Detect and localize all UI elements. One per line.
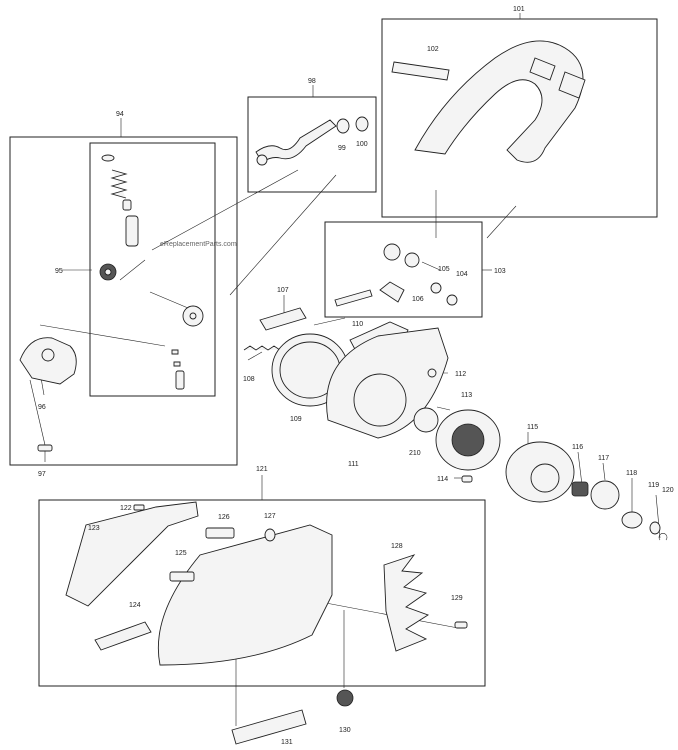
callout-118: 118 <box>626 470 637 477</box>
frame-94 <box>9 136 238 466</box>
callout-95: 95 <box>55 268 63 275</box>
callout-109: 109 <box>290 416 302 423</box>
callout-103: 103 <box>494 268 506 275</box>
callout-97: 97 <box>38 471 46 478</box>
callout-120: 120 <box>662 487 674 494</box>
frame-98 <box>247 96 377 193</box>
callout-210: 210 <box>409 450 421 457</box>
callout-112: 112 <box>455 371 466 378</box>
callout-131: 131 <box>281 739 293 746</box>
frame-103 <box>324 221 483 318</box>
callout-108: 108 <box>243 376 255 383</box>
callout-102: 102 <box>427 46 439 53</box>
brake-linkage-parts <box>334 243 458 307</box>
callout-101: 101 <box>513 6 525 13</box>
callout-113: 113 <box>461 392 472 399</box>
callout-116: 116 <box>572 444 583 451</box>
callout-100: 100 <box>356 141 368 148</box>
callout-105: 105 <box>438 266 450 273</box>
callout-124: 124 <box>129 602 141 609</box>
clutch-drum-parts <box>435 409 668 541</box>
oil-hose-parts <box>255 116 369 166</box>
callout-94: 94 <box>116 111 124 118</box>
callout-128: 128 <box>391 543 403 550</box>
callout-117: 117 <box>598 455 609 462</box>
callout-119: 119 <box>648 482 659 489</box>
callout-115: 115 <box>527 424 538 431</box>
callout-127: 127 <box>264 513 276 520</box>
chain-cover-parts <box>65 501 468 745</box>
leader-lines <box>29 13 661 726</box>
callout-106: 106 <box>412 296 424 303</box>
brake-cover-parts <box>243 307 449 439</box>
oil-pump-parts <box>19 154 204 462</box>
callout-98: 98 <box>308 78 316 85</box>
callout-107: 107 <box>277 287 289 294</box>
callout-130: 130 <box>339 727 351 734</box>
callout-114: 114 <box>437 476 448 483</box>
frame-101 <box>381 18 658 218</box>
callout-111: 111 <box>348 461 359 468</box>
hand-guard-parts <box>391 40 586 163</box>
callout-122: 122 <box>120 505 132 512</box>
callout-labels: 94 95 96 97 98 99 100 101 102 103 104 10… <box>38 6 674 746</box>
callout-96: 96 <box>38 404 46 411</box>
watermark: eReplacementParts.com <box>160 241 237 248</box>
callout-110: 110 <box>352 321 363 328</box>
callout-121: 121 <box>256 466 268 473</box>
frame-95-inner <box>89 142 216 397</box>
callout-129: 129 <box>451 595 463 602</box>
callout-125: 125 <box>175 550 187 557</box>
callout-126: 126 <box>218 514 230 521</box>
callout-99: 99 <box>338 145 346 152</box>
callout-123: 123 <box>88 525 100 532</box>
callout-104: 104 <box>456 271 468 278</box>
